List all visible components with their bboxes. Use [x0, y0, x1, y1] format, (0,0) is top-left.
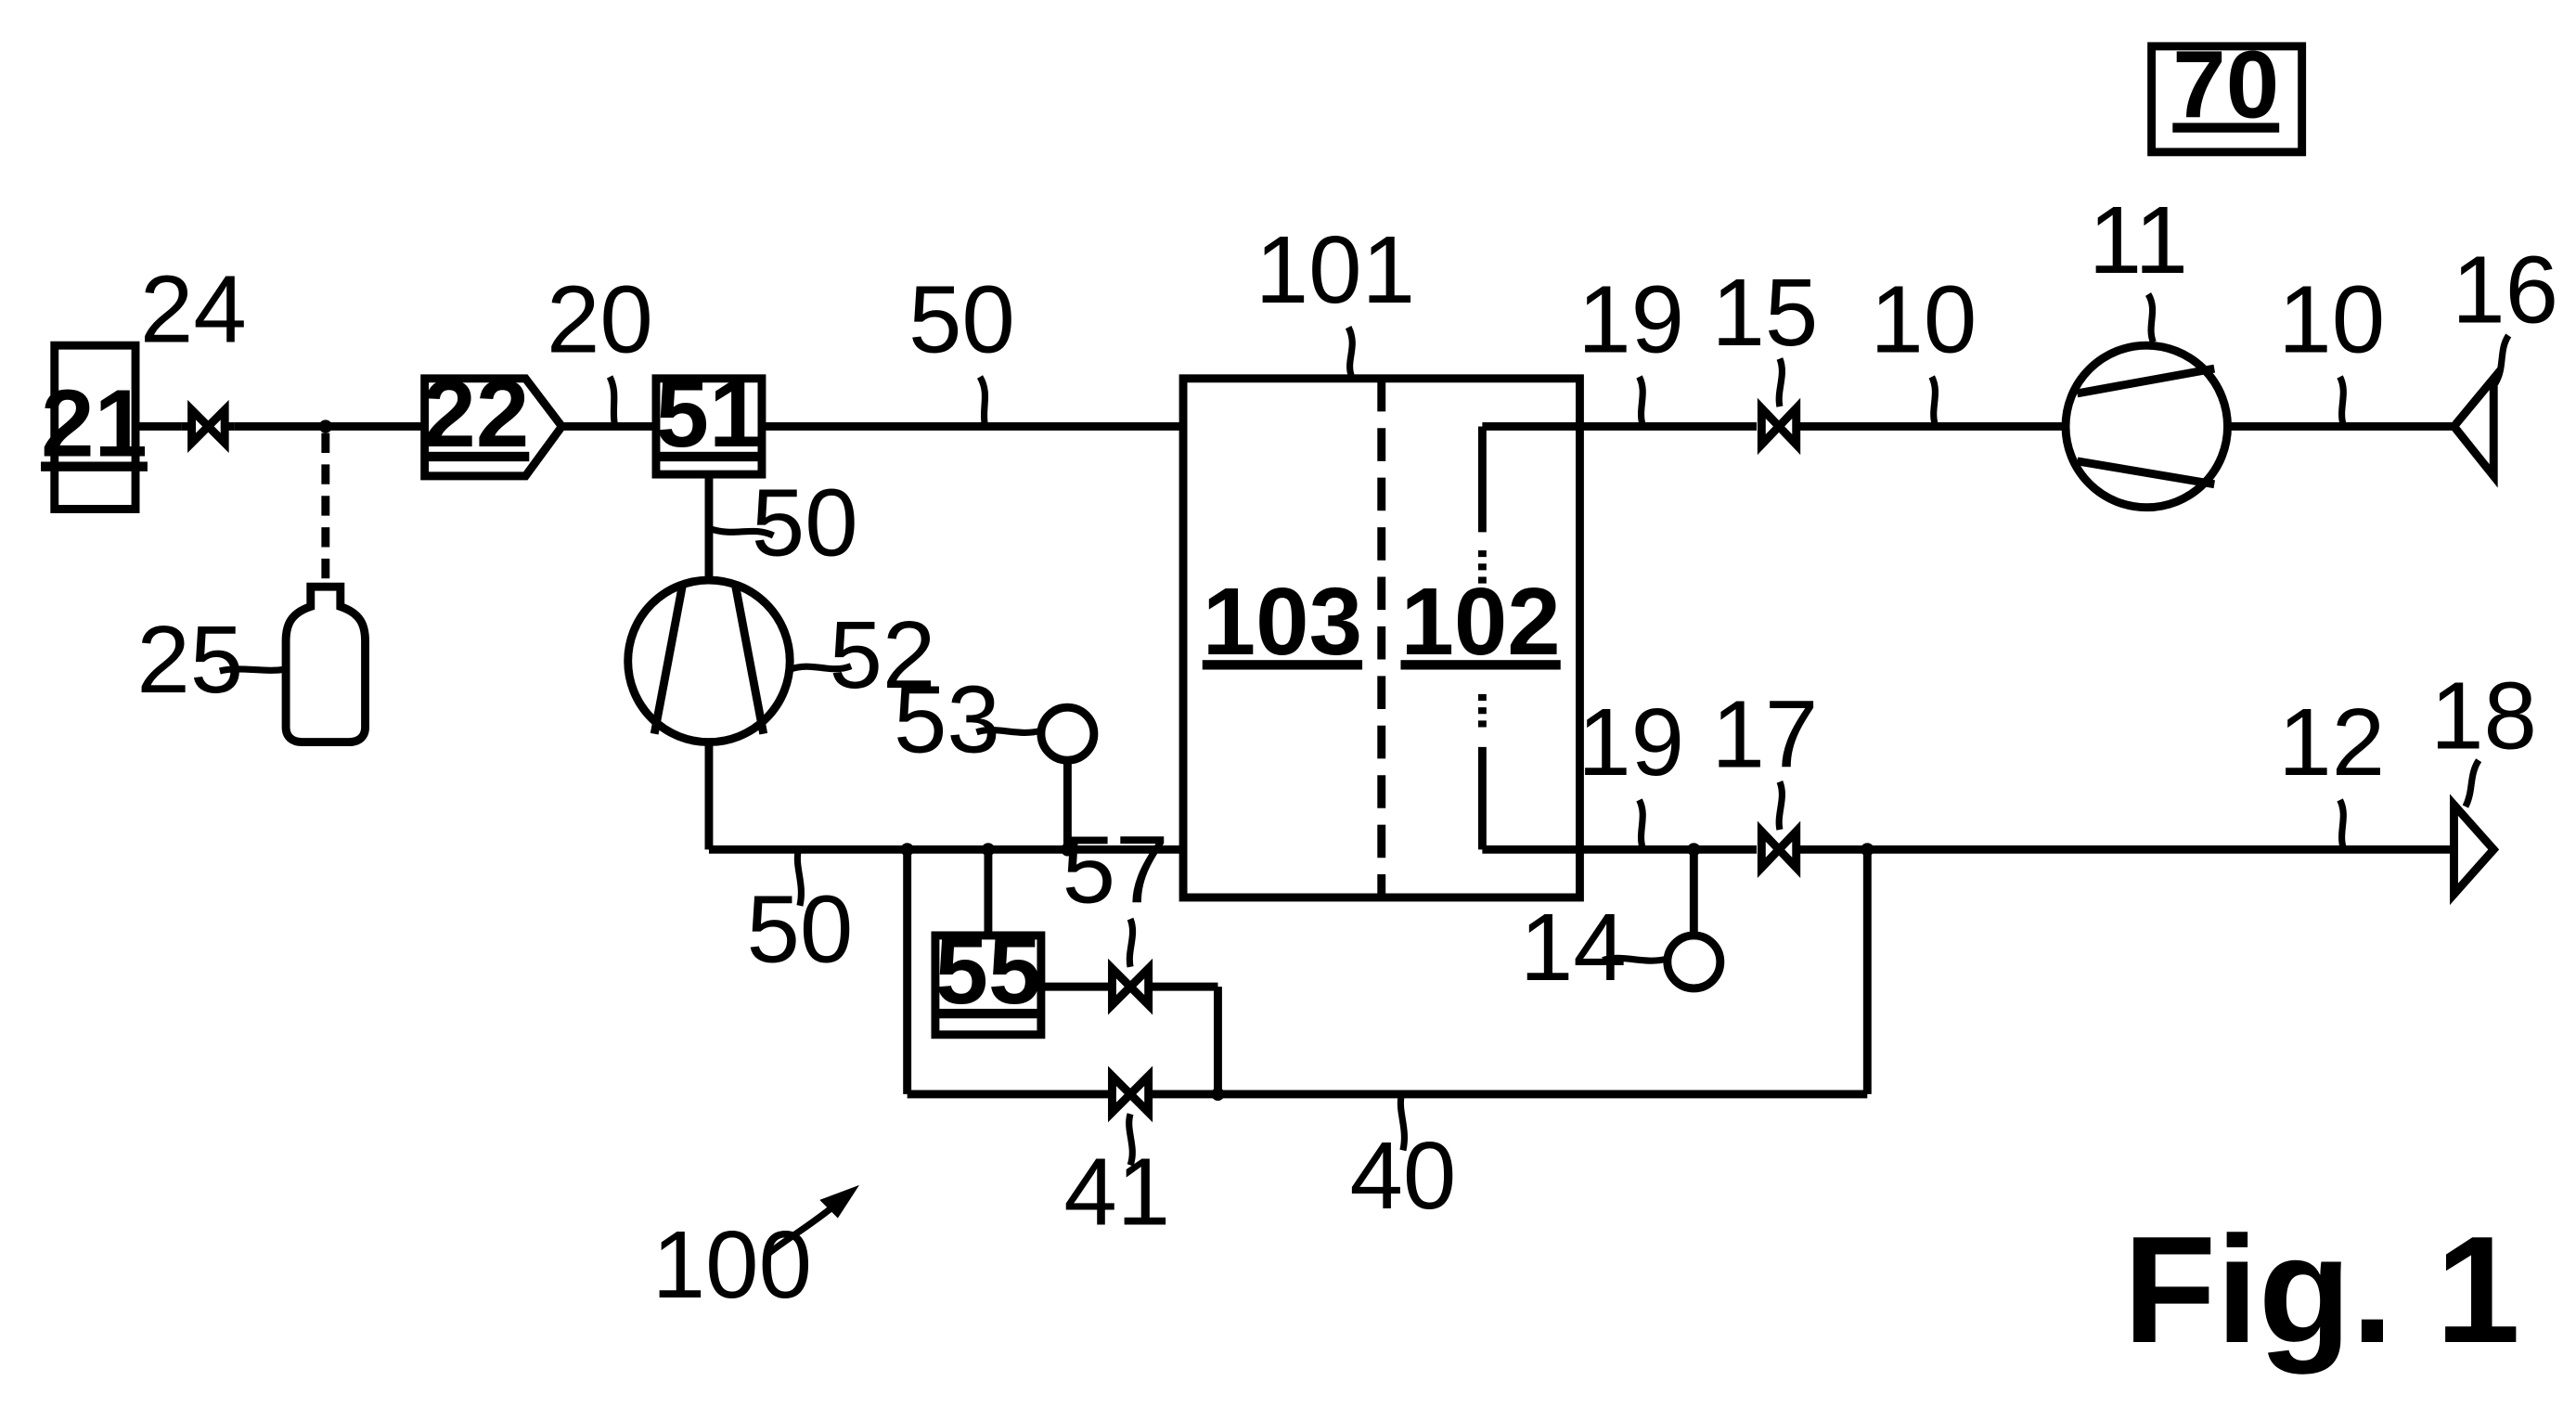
arrow-100: [763, 1184, 860, 1259]
ref-53: 53: [894, 665, 1000, 772]
junction-dot: [318, 420, 332, 433]
compressor-11: [2061, 341, 2232, 512]
ref-10-left: 10: [1870, 265, 1977, 372]
box-21-label: 21: [41, 370, 148, 477]
figure-label: Fig. 1: [2123, 1205, 2520, 1375]
ref-19-bottom: 19: [1578, 689, 1684, 795]
valve-15: [1757, 397, 1801, 456]
junction-dot: [1211, 1087, 1225, 1102]
gas-tank-25: [281, 582, 370, 747]
box-102-label: 102: [1400, 568, 1560, 675]
valve-41: [1108, 1065, 1153, 1123]
ref-11: 11: [2089, 187, 2188, 293]
leader-50-bottom: [793, 850, 805, 907]
ref-16: 16: [2452, 236, 2558, 342]
leader-25: [218, 665, 285, 675]
leader-40: [1397, 1094, 1408, 1152]
leader-17: [1775, 780, 1785, 831]
leader-53: [975, 727, 1042, 736]
ref-24: 24: [140, 256, 247, 363]
leader-12: [2337, 798, 2347, 849]
ref-41: 41: [1063, 1139, 1170, 1246]
leader-19-top: [1636, 375, 1646, 426]
box-22-label: 22: [422, 360, 529, 467]
leader-19-bottom: [1636, 798, 1646, 849]
junction-dot: [1861, 843, 1874, 857]
leader-18: [2462, 758, 2482, 808]
ref-101: 101: [1256, 216, 1415, 323]
ref-12: 12: [2278, 689, 2385, 795]
leader-50-side: [709, 525, 775, 539]
ref-18: 18: [2430, 663, 2537, 769]
box-51-label: 51: [656, 360, 763, 467]
valve-57: [1108, 958, 1153, 1015]
ref-52: 52: [830, 601, 936, 708]
box-55: 55: [931, 917, 1046, 1039]
leader-10-left: [1928, 375, 1938, 426]
leader-11: [2145, 292, 2157, 343]
leader-41: [1126, 1113, 1136, 1167]
leader-16: [2492, 333, 2512, 385]
ref-19-top: 19: [1578, 265, 1684, 372]
ref-50-side: 50: [752, 469, 858, 575]
ref-50-bottom: 50: [746, 875, 853, 982]
box-70: 70: [2147, 31, 2307, 157]
line-40-bypass: [903, 849, 1872, 1099]
ref-17: 17: [1711, 680, 1818, 787]
leader-57: [1126, 917, 1137, 968]
leader-50-top: [976, 375, 989, 426]
inlet-16: [2448, 367, 2498, 488]
valve-17: [1757, 820, 1801, 879]
ref-100: 100: [652, 1211, 812, 1318]
box-22: 22: [420, 360, 568, 481]
ref-20: 20: [547, 265, 653, 372]
ref-15: 15: [1711, 259, 1818, 366]
ref-25: 25: [136, 606, 243, 713]
line-55-57: [1040, 982, 1222, 1094]
box-51: 51: [651, 360, 766, 479]
leader-10-right: [2337, 375, 2347, 426]
ref-14: 14: [1520, 894, 1627, 1000]
box-70-label: 70: [2172, 31, 2279, 137]
box-103-label: 103: [1203, 568, 1362, 675]
valve-24: [181, 399, 235, 454]
box-21: 21: [41, 341, 148, 513]
leader-52: [789, 663, 853, 673]
line-50-bottom: [704, 742, 1184, 854]
box-55-label: 55: [934, 917, 1041, 1024]
internal-flow-102: [1477, 421, 1580, 854]
ref-57: 57: [1063, 816, 1169, 923]
compressor-52: [624, 575, 794, 747]
sensor-14: [1663, 849, 1725, 993]
ref-10-right: 10: [2278, 265, 2385, 372]
leader-14: [1602, 954, 1668, 964]
leader-15: [1775, 357, 1785, 407]
outlet-18: [2450, 794, 2500, 906]
leader-20: [606, 375, 618, 426]
leader-101: [1345, 326, 1356, 379]
unit-101: 103 102: [1179, 374, 1584, 902]
ref-50-top: 50: [908, 265, 1015, 372]
ref-40: 40: [1349, 1122, 1456, 1229]
